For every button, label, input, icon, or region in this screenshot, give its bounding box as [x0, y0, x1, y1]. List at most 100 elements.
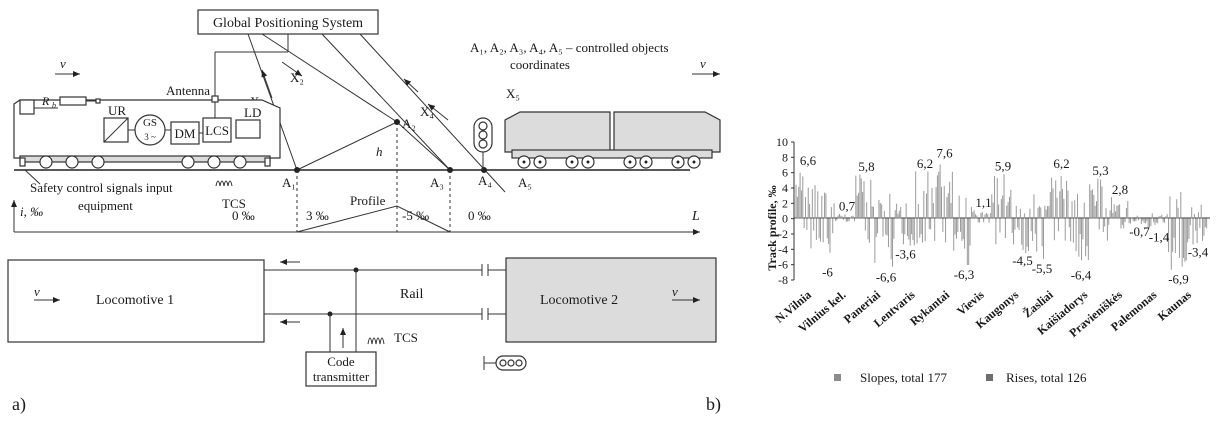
y-tick-label: 10	[776, 135, 788, 149]
y-axis-title: Track profile, ‰	[765, 185, 779, 270]
panel-a: Global Positioning System X₁ X₂ X₄ X₅ A₁…	[7, 9, 721, 415]
value-annotation: -6	[822, 265, 833, 280]
y-tick-label: 4	[782, 181, 788, 195]
legend-slopes: Slopes, total 177	[860, 370, 948, 385]
legend-swatch-slopes	[834, 374, 841, 381]
grade-0-right: 0 ‰	[468, 208, 491, 223]
point-a3: A₃	[430, 175, 444, 190]
tcs-label-bottom: TCS	[394, 330, 418, 345]
grade-minus5: -5 ‰	[402, 208, 429, 223]
locomotive-left: v R b UR GS 3 ~ DM LCS Antenna	[13, 56, 281, 169]
value-annotation: 5,3	[1092, 163, 1108, 178]
l-axis-label: L	[691, 209, 700, 224]
gps-label: Global Positioning System	[213, 16, 363, 31]
value-annotation: 5,8	[858, 159, 874, 174]
point-a2: A₂	[402, 116, 416, 131]
tcs-wave-icon-bottom	[367, 337, 385, 345]
value-annotation: 7,6	[936, 145, 953, 160]
value-annotation: 1,1	[975, 195, 991, 210]
tcs-wave-icon	[215, 180, 233, 187]
value-annotation: -5,5	[1032, 261, 1053, 276]
y-tick-label: 0	[782, 212, 788, 226]
profile-label: Profile	[350, 193, 386, 208]
value-annotation: 2,8	[1112, 182, 1128, 197]
profile-axis: i, ‰ L Profile 0 ‰ 3 ‰ -5 ‰ 0 ‰	[11, 170, 700, 235]
y-tick-label: -6	[778, 258, 788, 272]
ur-label: UR	[108, 103, 126, 118]
rail-label: Rail	[400, 287, 423, 302]
code-transmitter-line2: transmitter	[313, 369, 370, 384]
value-annotation: -3,6	[895, 246, 916, 261]
antenna-label: Antenna	[166, 83, 210, 98]
ld-label: LD	[244, 105, 261, 120]
label-x2: X₂	[290, 70, 304, 85]
grade-0-left: 0 ‰	[232, 208, 255, 223]
train-right: v	[504, 56, 721, 169]
objects-note-line2: coordinates	[510, 57, 570, 72]
tcs-label-top: TCS	[222, 196, 246, 211]
y-tick-label: 6	[782, 166, 788, 180]
distance-arrows: X₁ X₂ X₄ X₅	[250, 61, 520, 121]
locomotive1-label: Locomotive 1	[96, 293, 174, 308]
panel-b-label: b)	[706, 394, 721, 415]
y-tick-label: -4	[778, 242, 788, 256]
dm-label: DM	[175, 126, 196, 141]
value-annotations: 6,6-60,75,8-6,6-3,66,27,6-6,31,15,9-4,5-…	[800, 145, 1209, 286]
value-annotation: -4,5	[1012, 253, 1033, 268]
point-a4: A₄	[478, 173, 492, 188]
value-annotation: -1,4	[1149, 229, 1170, 244]
value-annotation: 0,7	[839, 198, 856, 213]
lcs-label: LCS	[205, 123, 229, 138]
objects-note-line1: A₁, A₂, A₃, A₄, A₅ – controlled objects	[470, 40, 669, 55]
signal-post-icon	[473, 117, 493, 170]
velocity-label-loco1: v	[34, 284, 40, 299]
i-axis-label: i, ‰	[20, 204, 43, 219]
velocity-label-loco-left: v	[60, 56, 66, 71]
legend-rises: Rises, total 126	[1006, 370, 1087, 385]
signal-icon-bottom	[483, 355, 527, 371]
gs-label: GS	[143, 117, 157, 129]
rail-circuit: v Locomotive 1 Locomotive 2 v Rail Code	[7, 257, 717, 387]
safety-label-line1: Safety control signals input	[30, 180, 173, 195]
value-annotation: -6,4	[1071, 268, 1092, 283]
value-annotation: -6,3	[954, 267, 975, 282]
value-annotation: 6,2	[917, 156, 933, 171]
velocity-label-loco2: v	[672, 284, 678, 299]
profile-bars	[795, 164, 1208, 270]
value-annotation: -3,4	[1188, 245, 1209, 260]
y-tick-label: -2	[778, 227, 788, 241]
rb-subscript: b	[52, 101, 56, 110]
y-axis: 108 642 0-2-4 -6-8	[776, 135, 794, 287]
code-transmitter-line1: Code	[327, 354, 355, 369]
y-tick-label: 8	[782, 150, 788, 164]
value-annotation: -6,6	[876, 269, 897, 284]
grade-3: 3 ‰	[306, 208, 329, 223]
safety-label-line2: equipment	[78, 198, 133, 213]
height-label: h	[376, 144, 383, 159]
value-annotation: -0,7	[1129, 224, 1150, 239]
y-tick-label: 2	[782, 196, 788, 210]
point-a1: A₁	[282, 175, 296, 190]
legend-swatch-rises	[986, 374, 993, 381]
station-label: Kaunas	[1155, 287, 1194, 323]
value-annotation: -6,9	[1168, 272, 1189, 287]
profile-points: A₁ A₂ A₃ A₄ A₅ h	[282, 116, 532, 190]
label-x5: X₅	[506, 86, 520, 101]
label-x4: X₄	[420, 104, 434, 119]
locomotive2-label: Locomotive 2	[540, 293, 618, 308]
value-annotation: 6,6	[800, 153, 817, 168]
velocity-label-train: v	[700, 56, 706, 71]
legend: Slopes, total 177 Rises, total 126	[834, 370, 1087, 385]
y-tick-label: -8	[778, 273, 788, 287]
panel-a-label: a)	[12, 394, 26, 415]
value-annotation: 5,9	[995, 158, 1011, 173]
gps-box: Global Positioning System	[197, 9, 379, 35]
rb-label: R	[41, 94, 50, 108]
gps-lines	[214, 33, 506, 193]
value-annotation: 6,2	[1053, 156, 1069, 171]
gs-sub-label: 3 ~	[144, 132, 156, 142]
point-a5: A₅	[518, 175, 532, 190]
